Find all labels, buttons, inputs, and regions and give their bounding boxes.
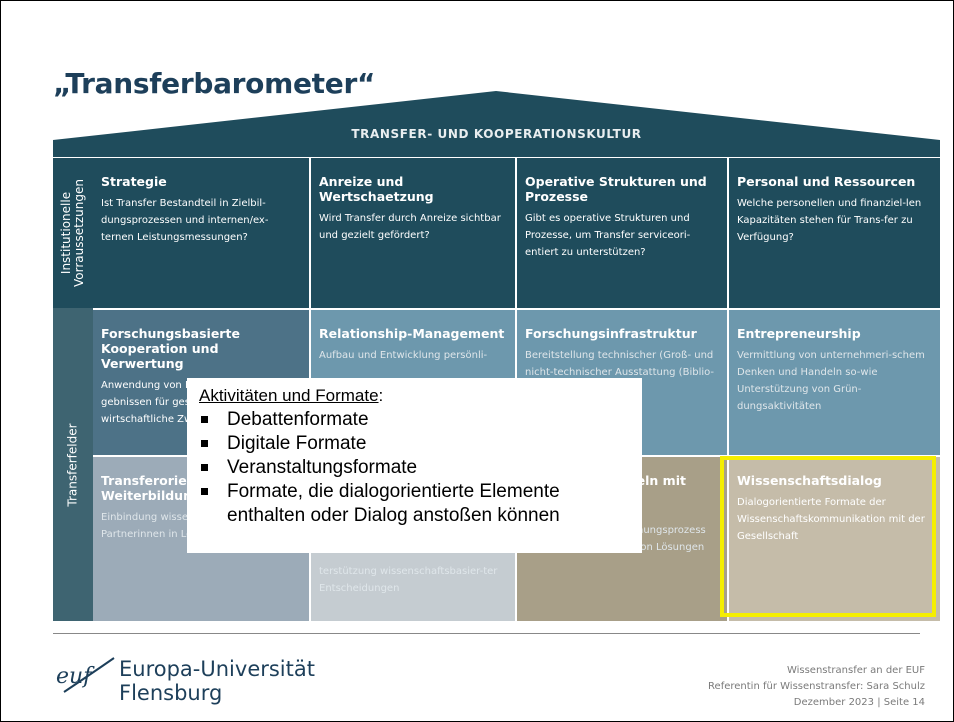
bullet-icon <box>201 488 208 495</box>
cell-title: Strategie <box>101 174 167 189</box>
activities-formats-heading-line: Aktivitäten und Formate: <box>199 386 384 405</box>
bullet-icon <box>201 440 208 447</box>
cell-text: Ist Transfer Bestandteil in Zielbil-dung… <box>101 198 269 243</box>
cell-anreize: Anreize und Wertschaetzung Wird Transfer… <box>311 158 515 308</box>
cell-title: Wissenschaftsdialog <box>737 473 882 488</box>
footer-line3: Dezember 2023 | Seite 14 <box>793 697 925 708</box>
cell-title: Personal und Ressourcen <box>737 174 916 189</box>
cell-wissenschaftsdialog: Wissenschaftsdialog Dialogorientierte Fo… <box>729 457 940 621</box>
cell-title: Operative Strukturen und Prozesse <box>525 174 707 204</box>
cell-operative-strukturen: Operative Strukturen und Prozesse Gibt e… <box>517 158 727 308</box>
side-label-transfer-fields: Transferfelder <box>53 308 93 621</box>
footer-line2: Referentin für Wissenstransfer: Sara Sch… <box>708 681 925 692</box>
activities-formats-box: Aktivitäten und Formate: Debattenformate… <box>187 378 642 553</box>
cell-title: Forschungsbasierte Kooperation und Verwe… <box>101 326 240 371</box>
list-item: Veranstaltungsformate <box>199 456 630 480</box>
cell-personal-ressourcen: Personal und Ressourcen Welche personell… <box>729 158 940 308</box>
cell-strategie: Strategie Ist Transfer Bestandteil in Zi… <box>93 158 309 308</box>
cell-text: Aufbau und Entwicklung persönli- <box>319 350 488 361</box>
cell-text: terstützung wissenschaftsbasier-ter Ents… <box>319 566 498 594</box>
cell-text: Wird Transfer durch Anreize sichtbar und… <box>319 213 501 241</box>
university-name: Europa-Universität Flensburg <box>119 657 315 705</box>
formats-list: Debattenformate Digitale Formate Veranst… <box>199 408 630 528</box>
euf-logo-icon: euf <box>56 657 115 693</box>
cell-text: Vermittlung von unternehmeri-schem Denke… <box>737 350 925 412</box>
cell-text: Gibt es operative Strukturen und Prozess… <box>525 213 691 258</box>
cell-text: Dialogorientierte Formate der Wissenscha… <box>737 497 925 542</box>
wissenschaftsdialog-highlight-frame <box>720 456 936 617</box>
cell-title: Forschungsinfrastruktur <box>525 326 697 341</box>
roof-label: TRANSFER- UND KOOPERATIONSKULTUR <box>351 127 642 141</box>
cell-title: Entrepreneurship <box>737 326 861 341</box>
cell-title: Relationship-Management <box>319 326 505 341</box>
slide-title: „Transferbarometer“ <box>53 67 376 100</box>
footer-line1: Wissenstransfer an der EUF <box>786 665 925 676</box>
footer-info: Wissenstransfer an der EUF Referentin fü… <box>708 663 925 711</box>
list-item: Digitale Formate <box>199 432 630 456</box>
list-item: Debattenformate <box>199 408 630 432</box>
roof-graphic <box>53 91 940 157</box>
footer-divider <box>53 633 920 634</box>
bullet-icon <box>201 416 208 423</box>
cell-title: Anreize und Wertschaetzung <box>319 174 434 204</box>
cell-text: Bereitstellung technischer (Groß- und ni… <box>525 350 715 378</box>
bullet-icon <box>201 464 208 471</box>
list-item: Formate, die dialogorientierte Elemente … <box>199 480 630 528</box>
cell-text: Welche personellen und finanziel-len Kap… <box>737 198 922 243</box>
side-label-line2: Vorraussetzungen <box>72 179 86 287</box>
activities-formats-heading: Aktivitäten und Formate <box>199 386 379 405</box>
cell-entrepreneurship: Entrepreneurship Vermittlung von unterne… <box>729 310 940 455</box>
